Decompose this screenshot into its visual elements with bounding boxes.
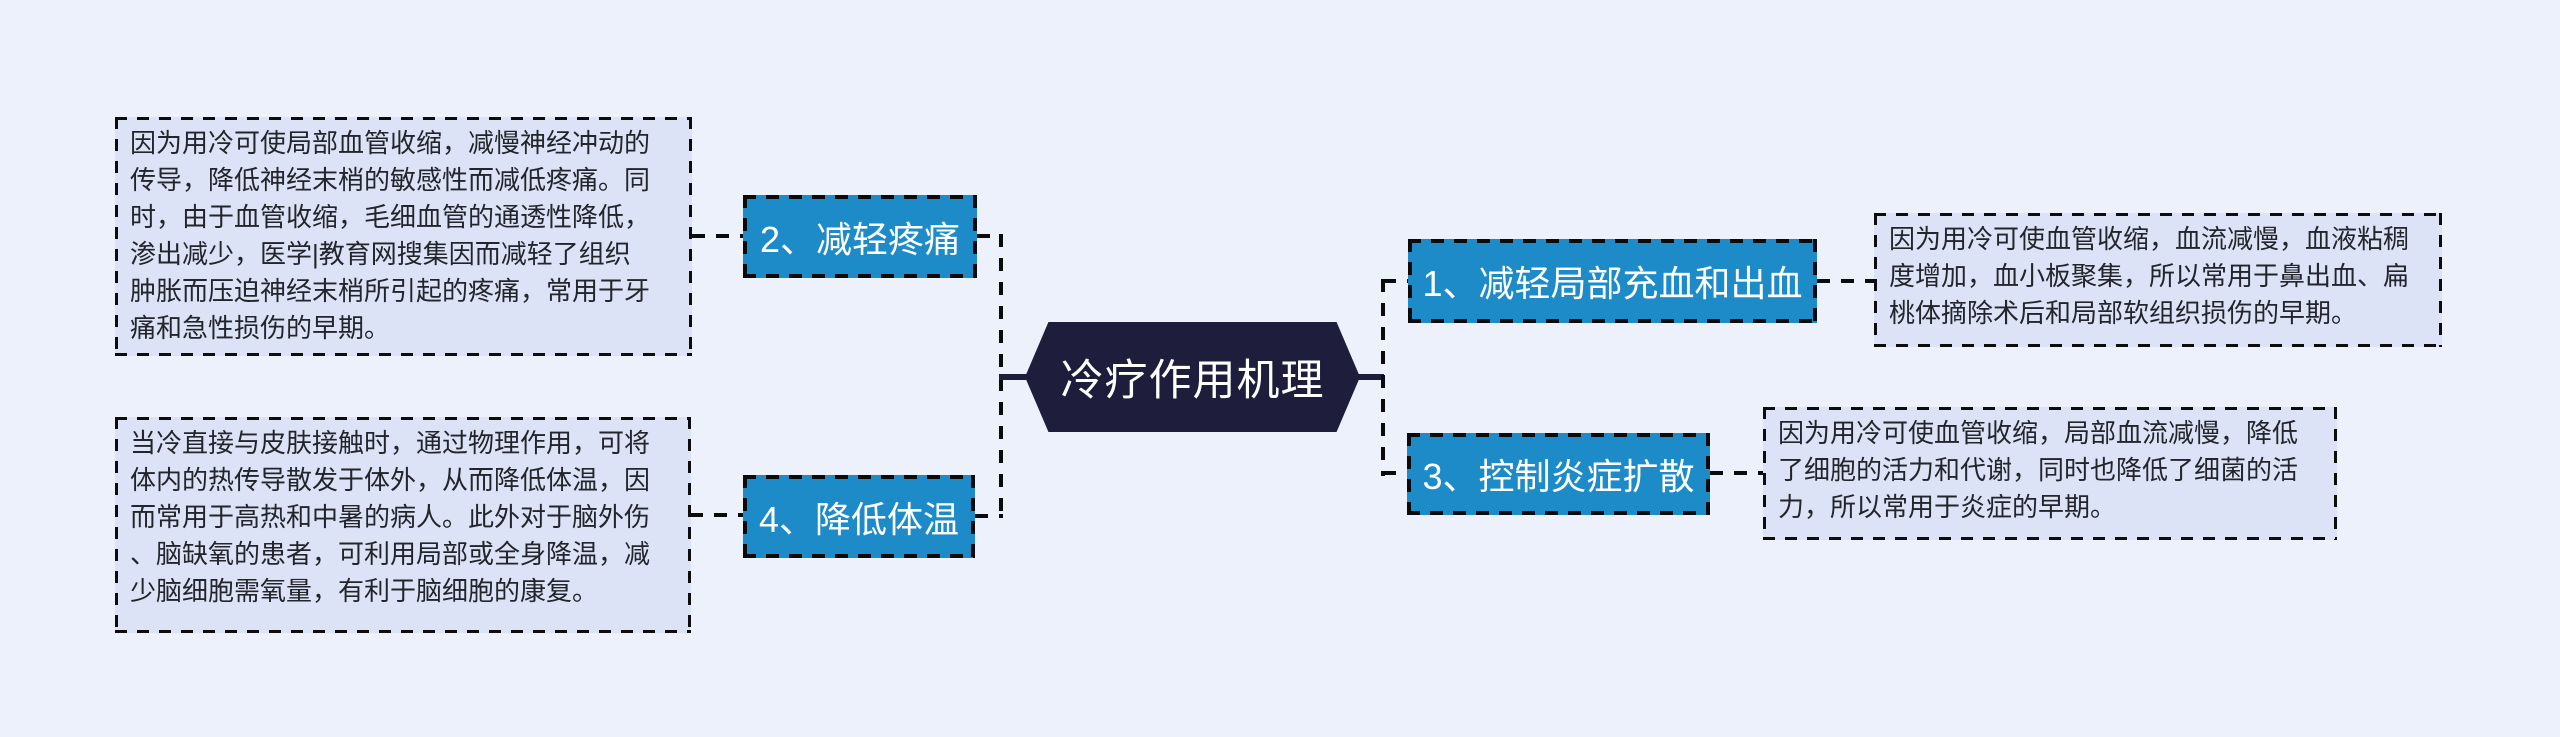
central-right-stem [1357, 374, 1384, 380]
connector-note2-node2 [692, 234, 743, 238]
connector-node4-bracket [975, 514, 1003, 518]
connector-node3-note3 [1710, 471, 1763, 475]
bracket-line-right [1381, 279, 1385, 476]
branch-4-note[interactable]: 当冷直接与皮肤接触时，通过物理作用，可将 体内的热传导散发于体外，从而降低体温，… [115, 417, 691, 633]
branch-1-note[interactable]: 因为用冷可使血管收缩，血流减慢，血液粘稠 度增加，血小板聚集，所以常用于鼻出血、… [1874, 213, 2442, 347]
branch-node-1[interactable]: 1、减轻局部充血和出血 [1408, 239, 1817, 323]
central-topic-node[interactable]: 冷疗作用机理 [1025, 322, 1360, 432]
connector-node3-bracket [1383, 471, 1407, 475]
connector-node2-bracket [977, 234, 1003, 238]
connector-node1-note1 [1817, 279, 1874, 283]
branch-node-4[interactable]: 4、降低体温 [743, 475, 975, 558]
central-left-stem [999, 374, 1027, 380]
branch-3-note[interactable]: 因为用冷可使血管收缩，局部血流减慢，降低 了细胞的活力和代谢，同时也降低了细菌的… [1763, 407, 2337, 540]
branch-2-note[interactable]: 因为用冷可使局部血管收缩，减慢神经冲动的 传导，降低神经末梢的敏感性而减低疼痛。… [115, 117, 692, 356]
connector-node1-bracket [1383, 279, 1408, 283]
branch-node-3[interactable]: 3、控制炎症扩散 [1407, 433, 1710, 515]
connector-note4-node4 [690, 513, 743, 517]
branch-node-2[interactable]: 2、减轻疼痛 [743, 195, 977, 278]
